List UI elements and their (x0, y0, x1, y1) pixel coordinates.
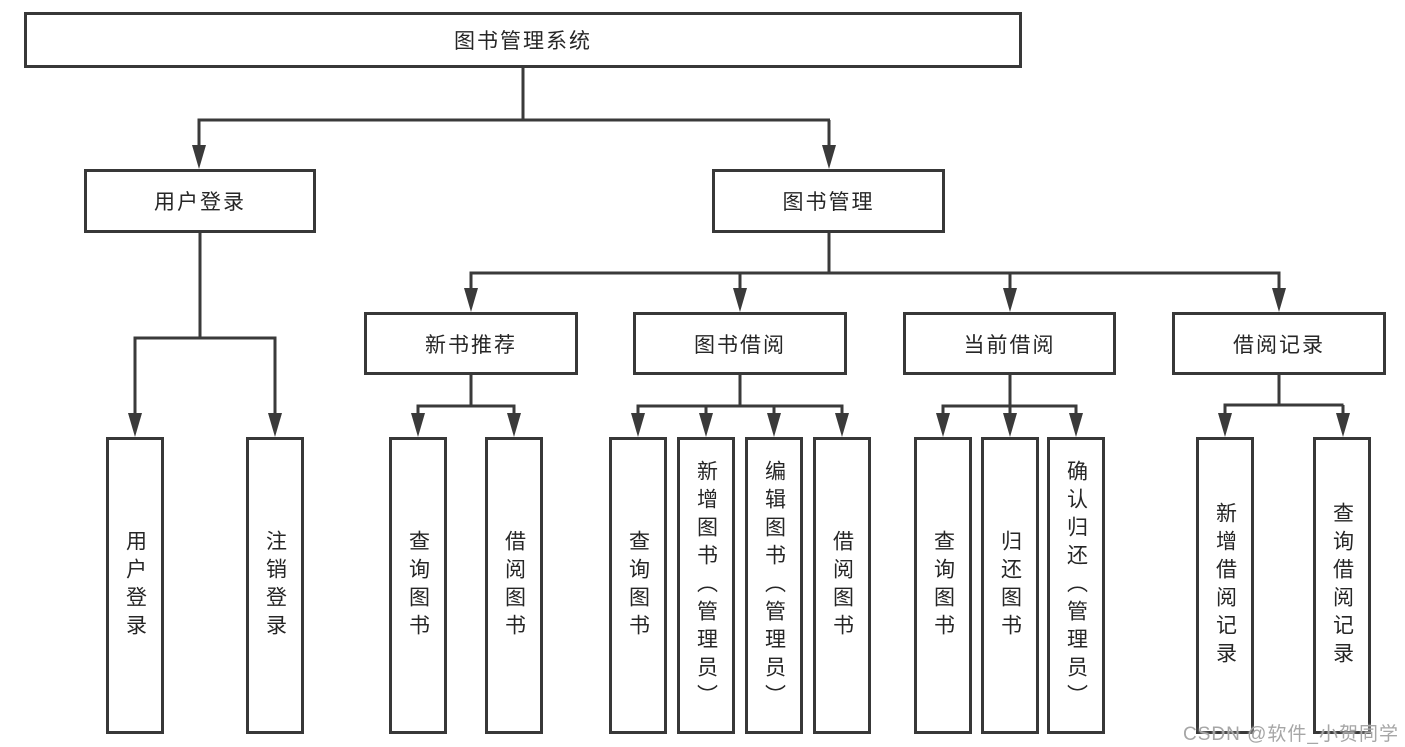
node-user-login: 用户登录 (84, 169, 316, 233)
node-new-book-recommendation: 新书推荐 (364, 312, 578, 375)
leaf-borrow-books: 借阅图书 (485, 437, 543, 734)
node-current-borrowing: 当前借阅 (903, 312, 1116, 375)
leaf-query-books: 查询图书 (609, 437, 667, 734)
leaf-add-books-admin: 新增图书（管理员） (677, 437, 735, 734)
leaf-confirm-return-admin: 确认归还（管理员） (1047, 437, 1105, 734)
leaf-user-login: 用户登录 (106, 437, 164, 734)
leaf-query-borrow-record: 查询借阅记录 (1313, 437, 1371, 734)
leaf-query-books: 查询图书 (389, 437, 447, 734)
leaf-query-books: 查询图书 (914, 437, 972, 734)
leaf-return-books: 归还图书 (981, 437, 1039, 734)
leaf-logout: 注销登录 (246, 437, 304, 734)
node-borrowing-records: 借阅记录 (1172, 312, 1386, 375)
node-book-borrowing: 图书借阅 (633, 312, 847, 375)
leaf-edit-books-admin: 编辑图书（管理员） (745, 437, 803, 734)
leaf-borrow-books: 借阅图书 (813, 437, 871, 734)
csdn-watermark: CSDN @软件_小贺同学 (1183, 724, 1399, 745)
node-book-management: 图书管理 (712, 169, 945, 233)
leaf-add-borrow-record: 新增借阅记录 (1196, 437, 1254, 734)
node-library-management-system: 图书管理系统 (24, 12, 1022, 68)
